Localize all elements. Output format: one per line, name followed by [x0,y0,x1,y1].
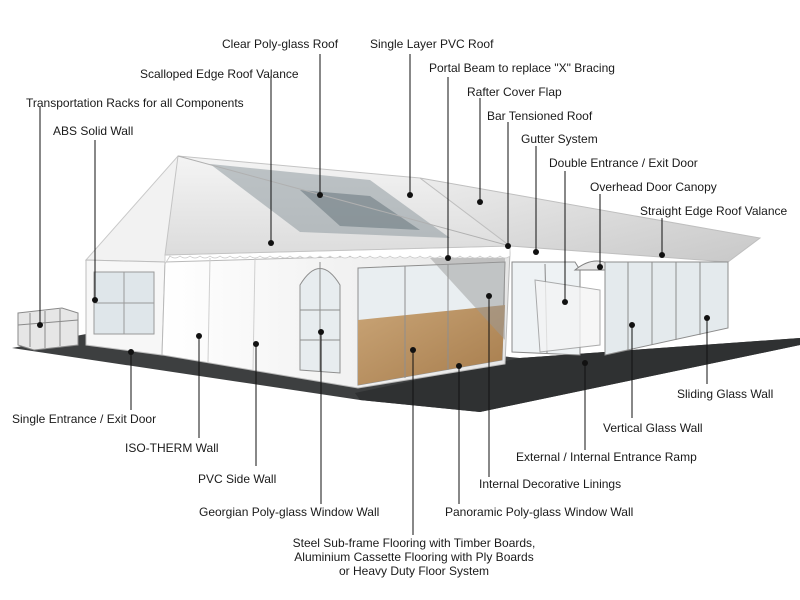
scalloped-valance [164,245,511,266]
label-clear-polyglass-roof: Clear Poly-glass Roof [222,37,339,51]
label-single-layer-pvc-roof: Single Layer PVC Roof [370,37,494,51]
right-glass-walls [604,261,729,356]
label-entrance-ramp: External / Internal Entrance Ramp [516,450,697,464]
label-gutter-system: Gutter System [521,132,598,146]
label-sliding-glass-wall: Sliding Glass Wall [677,387,774,401]
label-single-entrance-door: Single Entrance / Exit Door [12,412,157,426]
label-abs-solid-wall: ABS Solid Wall [53,124,134,138]
label-overhead-door-canopy: Overhead Door Canopy [590,180,717,194]
leader-dots [37,192,710,369]
label-scalloped-edge-valance: Scalloped Edge Roof Valance [140,67,299,81]
label-straight-edge-valance: Straight Edge Roof Valance [640,204,788,218]
label-flooring-line-1: Steel Sub-frame Flooring with Timber Boa… [292,536,536,550]
label-double-entrance-door: Double Entrance / Exit Door [549,156,698,170]
label-transportation-racks: Transportation Racks for all Components [26,96,244,110]
leader-lines [39,54,708,535]
label-flooring-line-2: Aluminium Cassette Flooring with Ply Boa… [294,550,534,564]
label-iso-therm-wall: ISO-THERM Wall [125,441,219,455]
label-internal-decorative-linings: Internal Decorative Linings [479,477,622,491]
label-vertical-glass-wall: Vertical Glass Wall [603,421,703,435]
label-rafter-cover-flap: Rafter Cover Flap [467,85,562,99]
label-georgian-window-wall: Georgian Poly-glass Window Wall [199,505,380,519]
main-roof [164,155,762,263]
label-bar-tensioned-roof: Bar Tensioned Roof [487,109,593,123]
label-pvc-side-wall: PVC Side Wall [198,472,277,486]
transport-rack [17,307,79,351]
label-flooring-line-3: or Heavy Duty Floor System [338,564,490,578]
front-side-wall [161,251,511,389]
label-portal-beam: Portal Beam to replace "X" Bracing [429,61,615,75]
label-panoramic-window-wall: Panoramic Poly-glass Window Wall [445,505,634,519]
double-entrance [511,260,620,356]
